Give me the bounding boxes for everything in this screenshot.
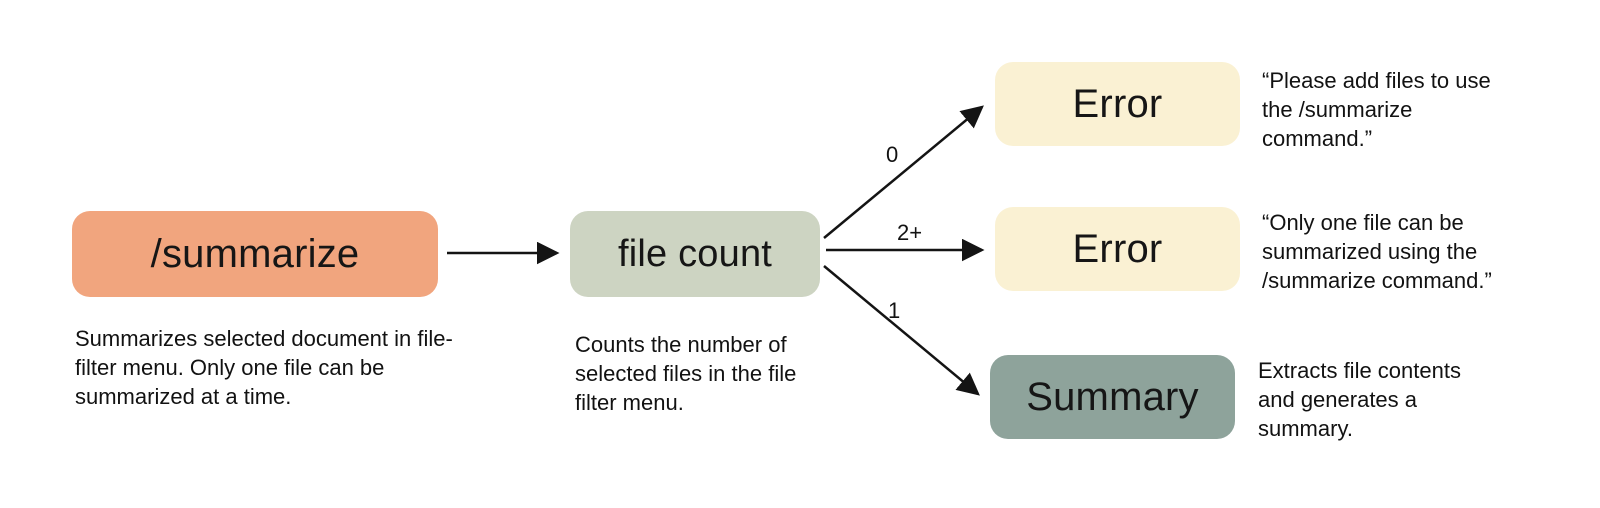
note-summary: Extracts file contents and generates a s…: [1258, 358, 1461, 442]
node-summarize-label: /summarize: [150, 231, 360, 276]
note-error-zero-files: “Please add files to use the /summarize …: [1262, 68, 1491, 152]
node-summary: Summary: [990, 355, 1235, 439]
edge-label-two-plus: 2+: [897, 220, 923, 245]
caption-file-count: Counts the number of selected files in t…: [575, 332, 797, 416]
node-file-count-label: file count: [617, 232, 773, 275]
node-error-many-label: Error: [1072, 226, 1163, 271]
caption-summarize: Summarizes selected document in file-fil…: [75, 326, 453, 410]
node-summary-label: Summary: [1026, 374, 1199, 419]
node-error-many-files: Error: [995, 207, 1240, 291]
note-error-many-files: “Only one file can be summarized using t…: [1262, 210, 1492, 294]
edge-label-one: 1: [888, 298, 901, 323]
edge-filecount-to-error-zero: [823, 105, 984, 239]
node-error-zero-label: Error: [1072, 81, 1163, 126]
node-file-count: file count: [570, 211, 820, 297]
edge-filecount-to-summary: [823, 265, 980, 396]
node-summarize: /summarize: [72, 211, 438, 297]
node-error-zero-files: Error: [995, 62, 1240, 146]
edge-label-zero: 0: [886, 142, 899, 167]
